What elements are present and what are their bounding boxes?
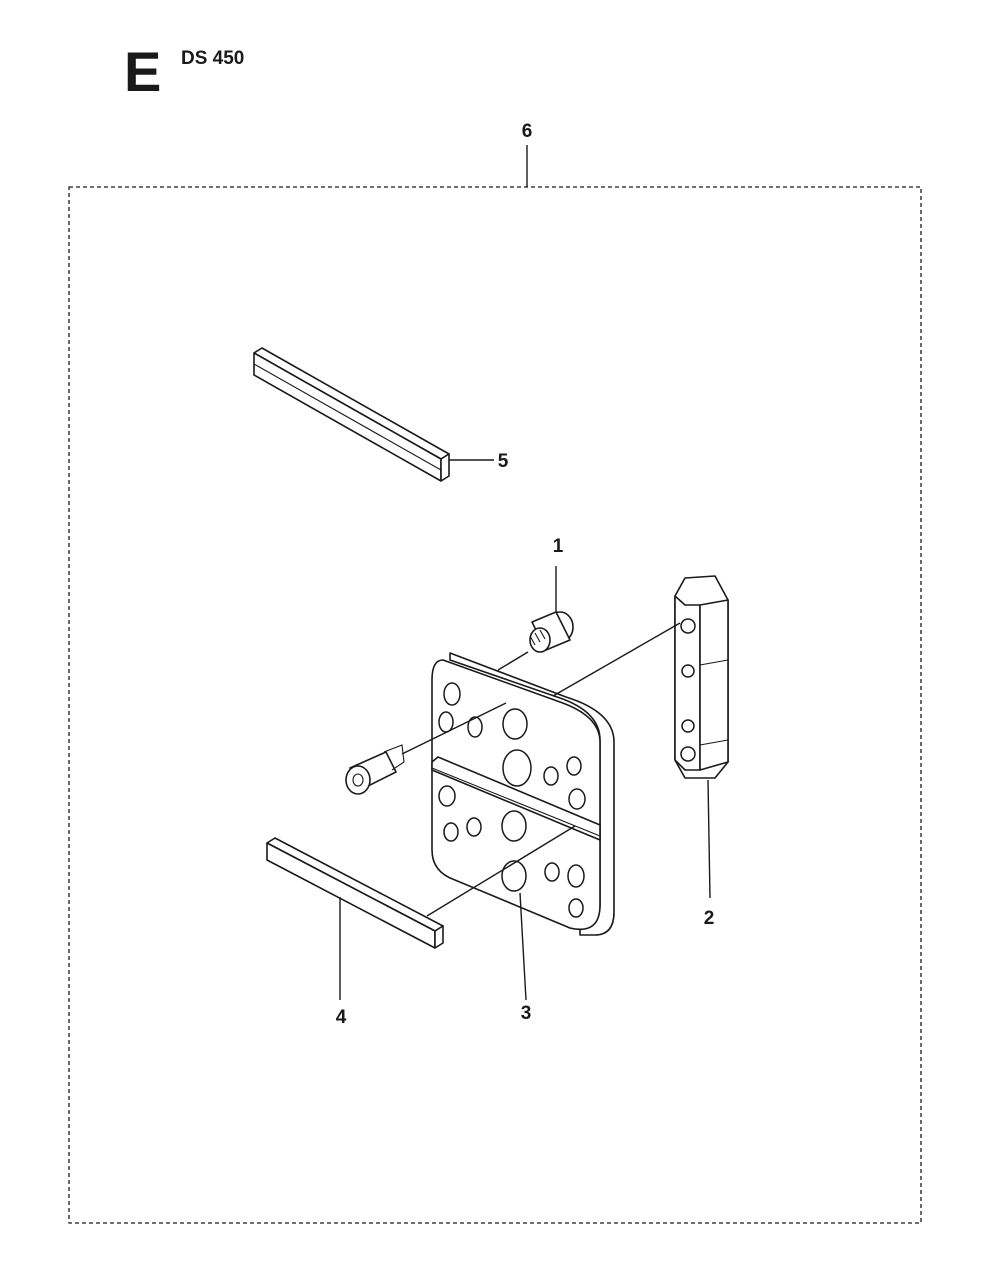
callout-2: 2 — [704, 908, 715, 929]
callout-6: 6 — [522, 121, 533, 142]
callout-3: 3 — [521, 1003, 532, 1024]
part-4-key-bar — [266, 837, 444, 949]
part-5-key-bar — [253, 347, 450, 482]
callout-5: 5 — [498, 451, 509, 472]
callout-4: 4 — [336, 1007, 347, 1028]
part-1-screw-lower — [345, 744, 405, 795]
part-2-guide-strip — [674, 575, 729, 779]
section-letter: E — [124, 40, 162, 103]
callout-1: 1 — [553, 536, 564, 557]
part-3-plate — [431, 652, 615, 936]
part-1-screw-upper — [529, 611, 574, 653]
kit-boundary — [68, 186, 922, 1224]
model-title: DS 450 — [181, 48, 245, 69]
